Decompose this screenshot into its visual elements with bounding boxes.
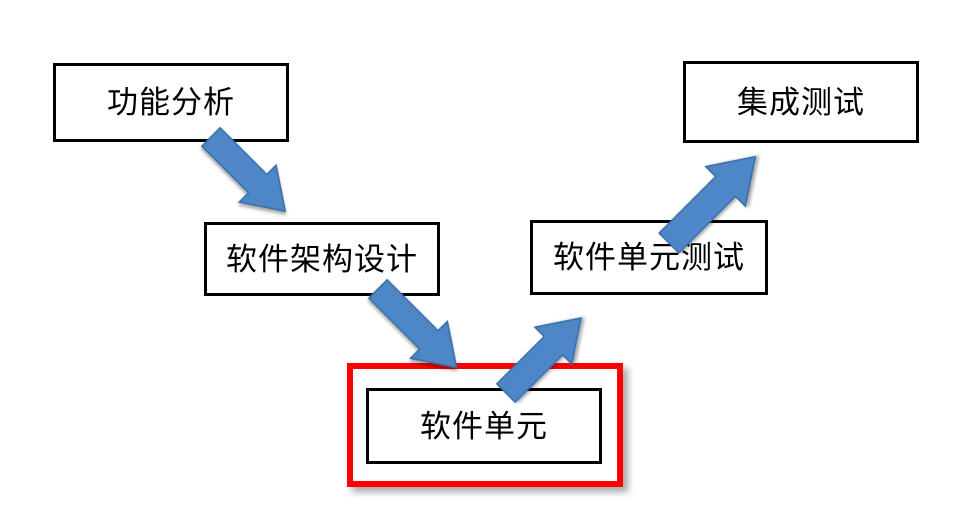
node-integration-testing[interactable]: 集成测试	[683, 61, 919, 143]
node-functional-analysis[interactable]: 功能分析	[53, 63, 289, 142]
node-label-unit-testing: 软件单元测试	[553, 240, 745, 275]
node-unit-testing[interactable]: 软件单元测试	[530, 220, 768, 295]
node-software-unit[interactable]: 软件单元	[366, 388, 602, 464]
node-label-software-unit: 软件单元	[420, 408, 548, 444]
node-label-functional-analysis: 功能分析	[107, 85, 235, 120]
node-label-integration-testing: 集成测试	[737, 84, 865, 120]
node-architecture-design[interactable]: 软件架构设计	[204, 222, 440, 296]
node-label-architecture-design: 软件架构设计	[226, 241, 418, 277]
